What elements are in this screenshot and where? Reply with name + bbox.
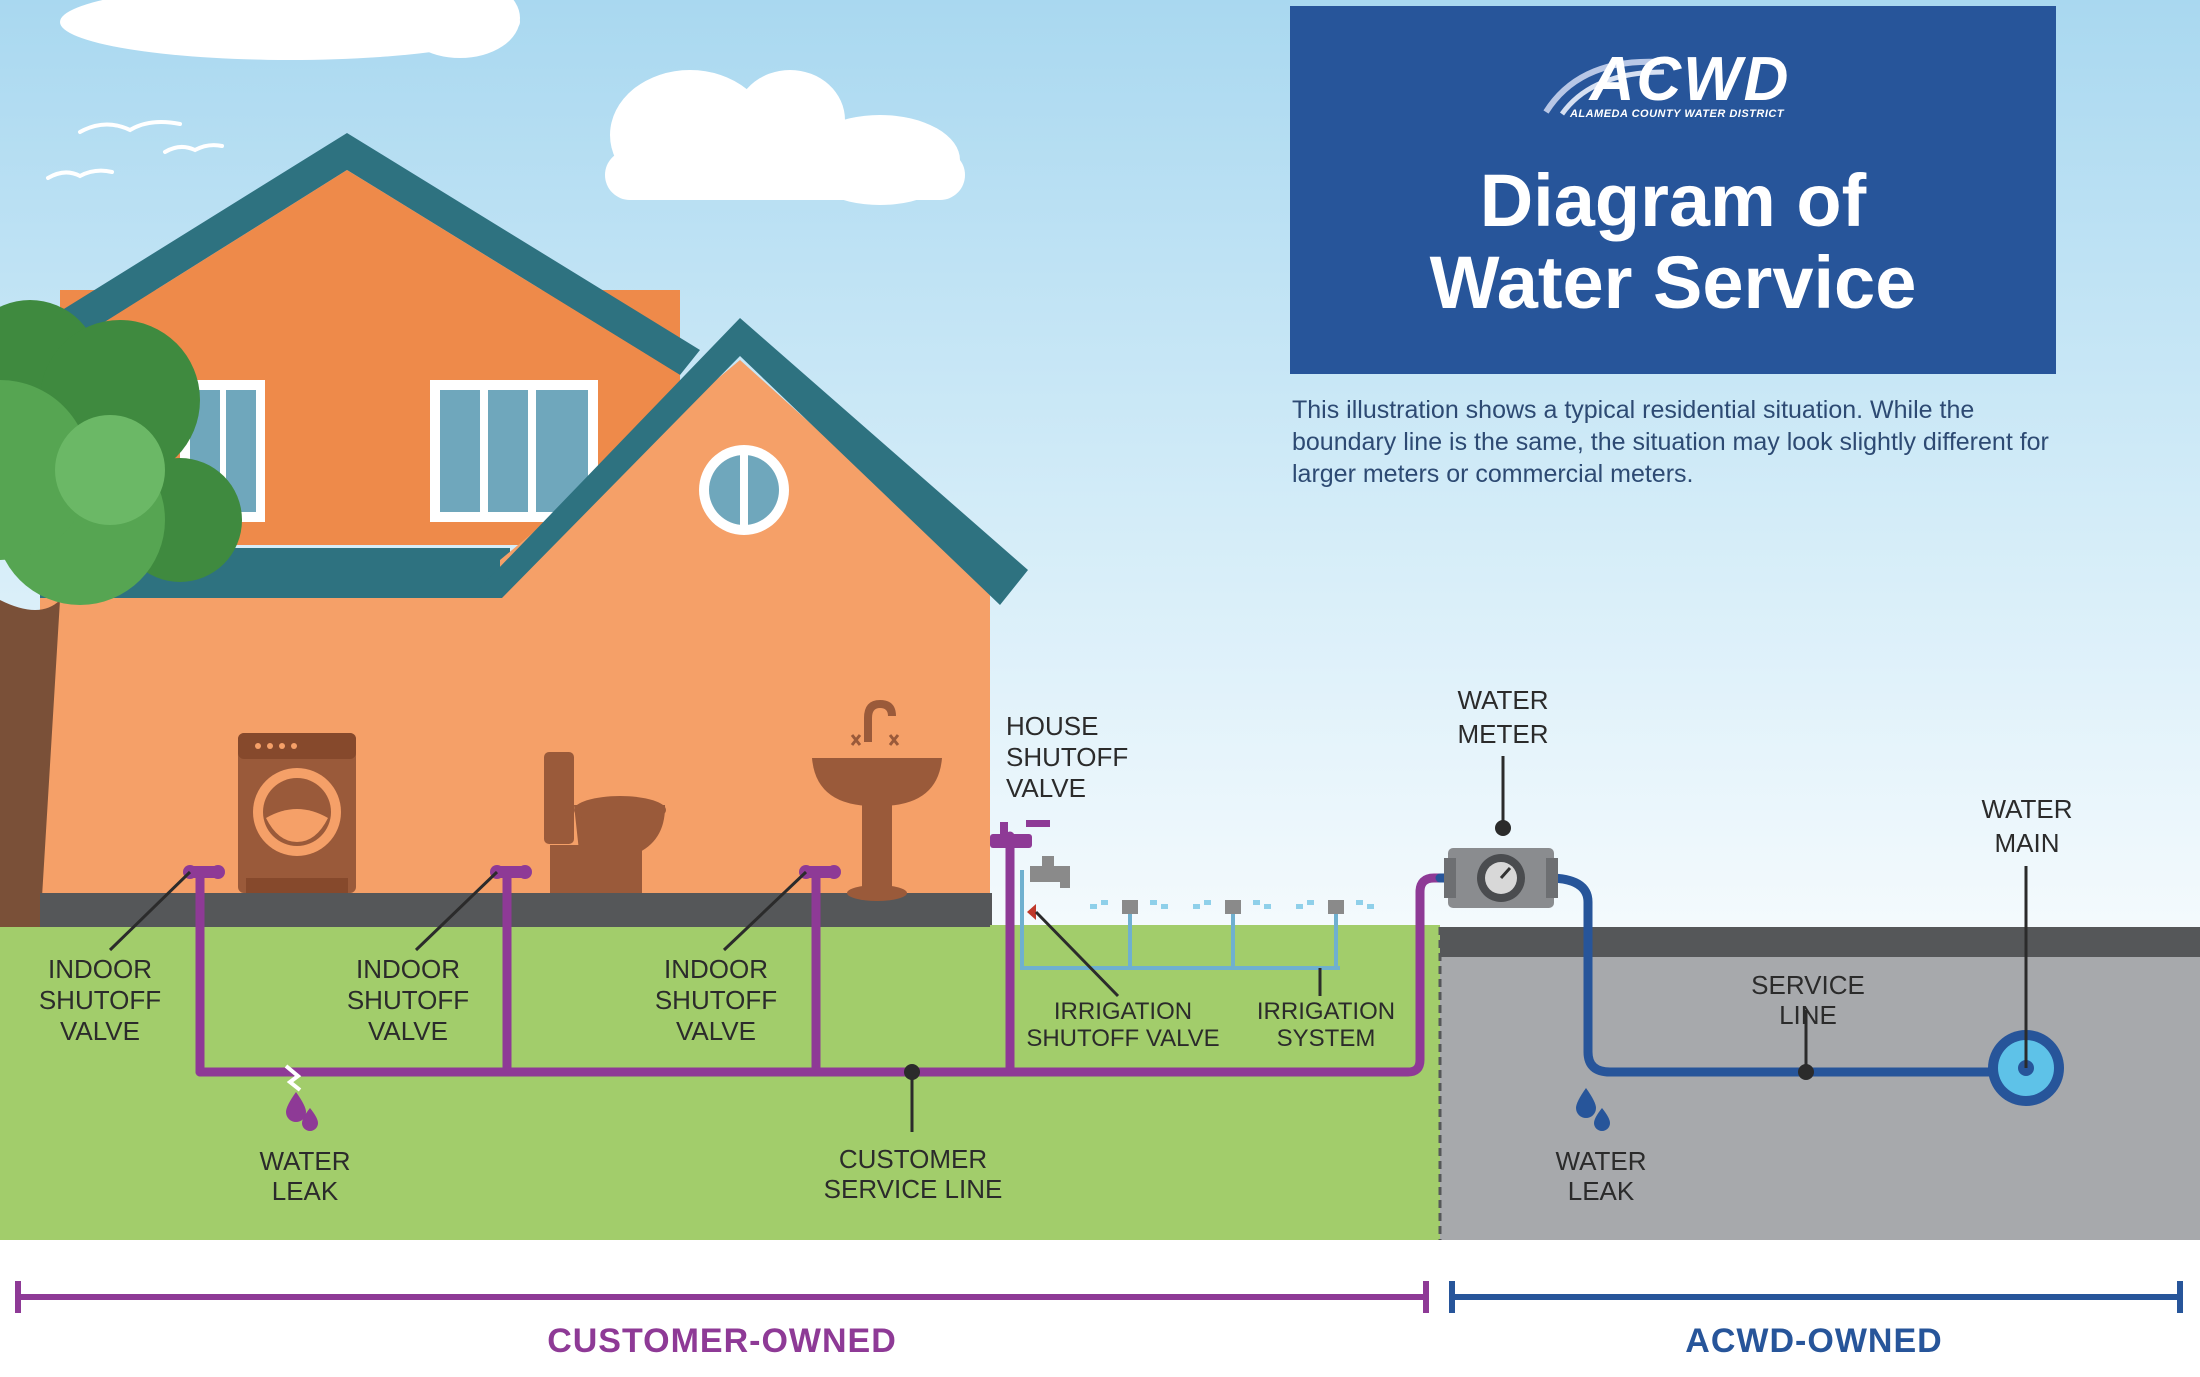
acwd-owned-label: ACWD-OWNED [1685, 1322, 1943, 1360]
house-back-roof [30, 133, 700, 375]
customer-owned-label: CUSTOMER-OWNED [547, 1322, 897, 1360]
leader-lines [108, 756, 2028, 1132]
label-irrigation-system: IRRIGATION SYSTEM [1256, 998, 1396, 1052]
label-indoor-shutoff-valve-2: INDOOR SHUTOFF VALVE [346, 954, 470, 1046]
house-shutoff-valve-icon [990, 820, 1050, 848]
street-curb [1440, 927, 2200, 957]
label-water-meter: WATER METER [1457, 685, 1549, 749]
acwd-logo-subtext: Alameda County Water District [1569, 108, 1785, 120]
description-text: This illustration shows a typical reside… [1292, 396, 2049, 488]
label-indoor-shutoff-valve-1: INDOOR SHUTOFF VALVE [38, 954, 162, 1046]
label-house-shutoff-valve: HOUSE SHUTOFF VALVE [1006, 711, 1129, 803]
window-round [699, 445, 789, 535]
birds-icon [46, 120, 224, 180]
house-floor [40, 893, 992, 927]
label-service-line: SERVICE LINE [1751, 970, 1865, 1030]
label-water-main: WATER MAIN [1981, 794, 2073, 858]
hose-bib-icon [1027, 856, 1070, 920]
label-water-leak-customer: WATER LEAK [259, 1146, 351, 1206]
water-leak-acwd-icon [1576, 1088, 1610, 1131]
cloud-1 [60, 0, 520, 60]
page-title: Diagram of Water Service [1429, 159, 1917, 324]
label-irrigation-shutoff-valve: IRRIGATION SHUTOFF VALVE [1026, 998, 1220, 1052]
title-box [1290, 6, 2056, 374]
sprinkler-heads-icon [1090, 900, 1374, 914]
water-meter-icon [1444, 848, 1558, 908]
acwd-street-ground [1440, 927, 2200, 1240]
leader-dots [904, 820, 1814, 1080]
washing-machine-icon [238, 733, 356, 893]
sink-faucet-icon [812, 700, 942, 901]
label-indoor-shutoff-valve-3: INDOOR SHUTOFF VALVE [654, 954, 778, 1046]
customer-yard-ground [0, 927, 1440, 1240]
label-water-leak-acwd: WATER LEAK [1555, 1146, 1647, 1206]
customer-service-line-pipe [195, 831, 1445, 1077]
tree-icon [0, 300, 242, 930]
acwd-logo-icon [1543, 58, 1665, 116]
cloud-2 [605, 70, 965, 205]
house-front-roof [470, 318, 1028, 605]
label-customer-service-line: CUSTOMER SERVICE LINE [823, 1144, 1003, 1204]
acwd-logo-text: ACWD [1589, 45, 1791, 114]
water-leak-customer-icon [284, 1064, 318, 1131]
toilet-icon [544, 752, 666, 893]
irrigation-system [1020, 870, 1340, 970]
acwd-owned-bracket [1449, 1281, 2183, 1313]
customer-owned-bracket [15, 1281, 1429, 1313]
